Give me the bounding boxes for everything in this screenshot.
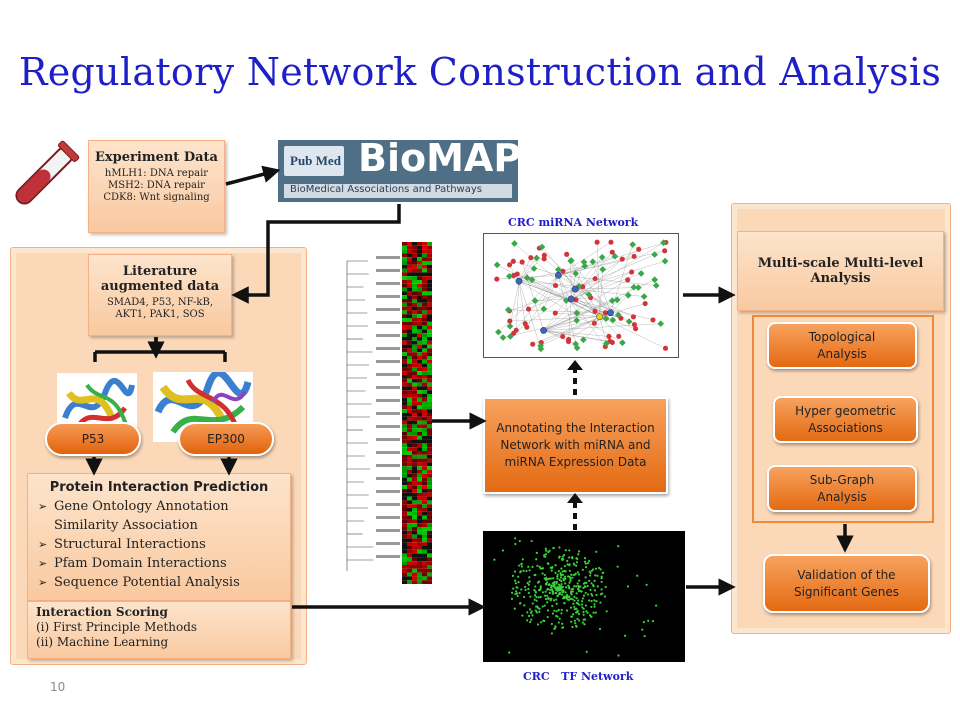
- dashed-arrowhead: [567, 493, 583, 503]
- topological-analysis-box: Topological Analysis: [767, 322, 917, 369]
- experiment-heading: Experiment Data: [95, 150, 218, 165]
- analysis-group-frame: [752, 315, 934, 523]
- pubmed-badge: Pub Med: [284, 146, 344, 176]
- prediction-box: Protein Interaction Prediction Gene Onto…: [27, 473, 291, 601]
- hypergeometric-box: Hyper geometric Associations: [773, 396, 918, 443]
- expression-heatmap: [346, 242, 432, 584]
- prediction-item: Sequence Potential Analysis: [38, 573, 290, 592]
- biomap-logo: Pub Med BioMAP BioMedical Associations a…: [278, 136, 521, 202]
- mirna-network-label: CRC miRNA Network: [508, 216, 639, 229]
- biomap-name: BioMAP: [358, 136, 522, 180]
- arrow-experiment-to-biomap: [225, 165, 281, 186]
- tf-network-label: CRC TF Network: [523, 670, 634, 683]
- multiscale-box: Multi-scale Multi-level Analysis: [737, 231, 944, 311]
- pubmed-badge-text: Pub Med: [290, 153, 341, 168]
- scoring-line: (ii) Machine Learning: [36, 635, 169, 649]
- prediction-item: Pfam Domain Interactions: [38, 554, 290, 573]
- annotating-box: Annotating the Interaction Network with …: [483, 397, 668, 494]
- biomap-subtitle: BioMedical Associations and Pathways: [290, 184, 482, 195]
- page-title: Regulatory Network Construction and Anal…: [18, 50, 942, 94]
- literature-line: SMAD4, P53, NF-kB,: [106, 297, 214, 308]
- literature-line: AKT1, PAK1, SOS: [115, 309, 205, 320]
- prediction-heading: Protein Interaction Prediction: [49, 480, 269, 495]
- mirna-network-image: [483, 233, 679, 358]
- experiment-data-box: Experiment Data hMLH1: DNA repair MSH2: …: [88, 140, 225, 233]
- literature-heading: Literature augmented data: [100, 264, 220, 294]
- dashed-arrowhead: [567, 360, 583, 370]
- scoring-line: (i) First Principle Methods: [36, 620, 198, 634]
- prediction-list: Gene Ontology Annotation Similarity Asso…: [28, 497, 290, 592]
- experiment-line: CDK8: Wnt signaling: [103, 192, 210, 203]
- scoring-box: Interaction Scoring (i) First Principle …: [27, 601, 291, 659]
- multiscale-label: Multi-scale Multi-level Analysis: [757, 256, 924, 286]
- page-number: 10: [50, 680, 66, 694]
- validation-box: Validation of the Significant Genes: [763, 554, 930, 613]
- literature-data-box: Literature augmented data SMAD4, P53, NF…: [88, 254, 232, 336]
- prediction-item: Gene Ontology Annotation Similarity Asso…: [38, 497, 290, 535]
- prediction-item: Structural Interactions: [38, 535, 290, 554]
- scoring-heading: Interaction Scoring: [36, 605, 168, 619]
- protein-oval-p53: P53: [45, 422, 141, 456]
- experiment-line: MSH2: DNA repair: [108, 180, 205, 191]
- subgraph-analysis-box: Sub-Graph Analysis: [767, 465, 917, 512]
- tf-network-image: [483, 531, 685, 662]
- test-tube-icon: [15, 140, 80, 205]
- protein-oval-ep300: EP300: [178, 422, 274, 456]
- experiment-line: hMLH1: DNA repair: [104, 168, 209, 179]
- biomap-subtitle-bar: BioMedical Associations and Pathways: [284, 184, 512, 198]
